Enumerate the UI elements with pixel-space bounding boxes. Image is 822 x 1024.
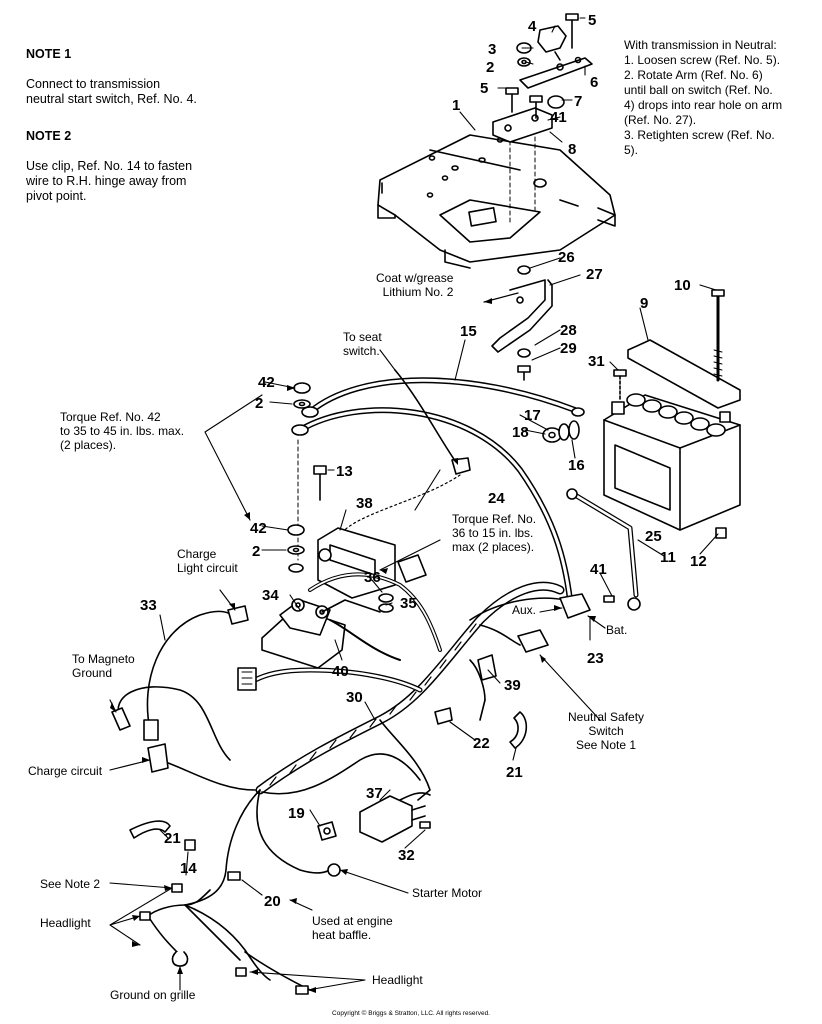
- part-number-5: 5: [480, 80, 488, 97]
- part-number-41: 41: [590, 561, 607, 578]
- part-number-12: 12: [690, 553, 707, 570]
- part-number-17: 17: [524, 407, 541, 424]
- mounting-plate: [377, 119, 616, 269]
- part-number-11: 11: [660, 549, 676, 566]
- torque-36-callout: Torque Ref. No. 36 to 15 in. lbs. max (2…: [452, 512, 537, 554]
- part-number-1: 1: [452, 97, 460, 114]
- note-2-title: NOTE 2: [26, 129, 72, 143]
- part-number-35: 35: [400, 595, 417, 612]
- neutral-adjustment-instructions: With transmission in Neutral: 1. Loosen …: [624, 38, 783, 157]
- part-number-38: 38: [356, 495, 373, 512]
- part-number-24: 24: [488, 490, 505, 507]
- part-number-10: 10: [674, 277, 691, 294]
- copyright-notice: Copyright © Briggs & Stratton, LLC. All …: [332, 1010, 490, 1017]
- part-number-7: 7: [574, 93, 582, 110]
- part-number-labels: 1 2 2 2 3 4 5 5 6 7 8 9 10 11 12 13 14 1…: [140, 12, 707, 910]
- part-number-21: 21: [506, 764, 523, 781]
- part-number-2: 2: [255, 395, 263, 412]
- engine-heat-baffle-callout: Used at engine heat baffle.: [312, 914, 393, 942]
- part-number-16: 16: [568, 457, 585, 474]
- ground-on-grille-callout: Ground on grille: [110, 988, 196, 1002]
- part-number-33: 33: [140, 597, 157, 614]
- coat-grease-callout: Coat w/grease Lithium No. 2: [376, 271, 454, 299]
- part-number-27: 27: [586, 266, 603, 283]
- neutral-safety-switch-callout: Neutral Safety Switch See Note 1: [568, 710, 645, 752]
- to-seat-switch-callout: To seat switch.: [343, 330, 382, 358]
- torque-42-callout: Torque Ref. No. 42 to 35 to 45 in. lbs. …: [60, 410, 185, 452]
- part-number-32: 32: [398, 847, 415, 864]
- note-1-text: Connect to transmission neutral start sw…: [26, 77, 197, 106]
- part-number-13: 13: [336, 463, 353, 480]
- aux-terminal-callout: Aux.: [512, 603, 537, 617]
- part-number-37: 37: [366, 785, 383, 802]
- part-number-6: 6: [590, 74, 598, 91]
- part-number-2: 2: [252, 543, 260, 560]
- part-number-30: 30: [346, 689, 363, 706]
- part-number-28: 28: [560, 322, 577, 339]
- see-note-2-callout: See Note 2: [40, 877, 101, 891]
- part-number-42: 42: [258, 374, 275, 391]
- part-number-29: 29: [560, 340, 577, 357]
- part-number-25: 25: [645, 528, 662, 545]
- note-1: NOTE 1 Connect to transmission neutral s…: [26, 32, 197, 107]
- part-number-9: 9: [640, 295, 648, 312]
- part-number-26: 26: [558, 249, 575, 266]
- part-number-4: 4: [528, 18, 537, 35]
- part-number-5: 5: [588, 12, 596, 29]
- part-number-41: 41: [550, 109, 567, 126]
- part-number-39: 39: [504, 677, 521, 694]
- note-2-text: Use clip, Ref. No. 14 to fasten wire to …: [26, 159, 193, 203]
- part-number-36: 36: [364, 569, 381, 586]
- starter-motor-callout: Starter Motor: [412, 886, 483, 900]
- part-number-40: 40: [332, 663, 349, 680]
- part-number-18: 18: [512, 424, 529, 441]
- part-number-21: 21: [164, 830, 181, 847]
- part-number-42: 42: [250, 520, 267, 537]
- part-number-20: 20: [264, 893, 281, 910]
- part-number-3: 3: [488, 41, 496, 58]
- note-2: NOTE 2 Use clip, Ref. No. 14 to fasten w…: [26, 114, 192, 204]
- charge-light-circuit-callout: Charge Light circuit: [177, 547, 238, 575]
- part-number-23: 23: [587, 650, 604, 667]
- part-number-14: 14: [180, 860, 197, 877]
- to-magneto-ground-callout: To Magneto Ground: [72, 652, 135, 680]
- part-number-31: 31: [588, 353, 605, 370]
- note-1-title: NOTE 1: [26, 47, 72, 61]
- part-number-15: 15: [460, 323, 477, 340]
- part-number-8: 8: [568, 141, 576, 158]
- headlight-left-callout: Headlight: [40, 916, 91, 930]
- part-number-22: 22: [473, 735, 490, 752]
- bat-terminal-callout: Bat.: [606, 623, 628, 637]
- headlight-bottom-callout: Headlight: [372, 973, 423, 987]
- charge-circuit-callout: Charge circuit: [28, 764, 103, 778]
- part-number-2: 2: [486, 59, 494, 76]
- part-number-34: 34: [262, 587, 279, 604]
- part-number-19: 19: [288, 805, 305, 822]
